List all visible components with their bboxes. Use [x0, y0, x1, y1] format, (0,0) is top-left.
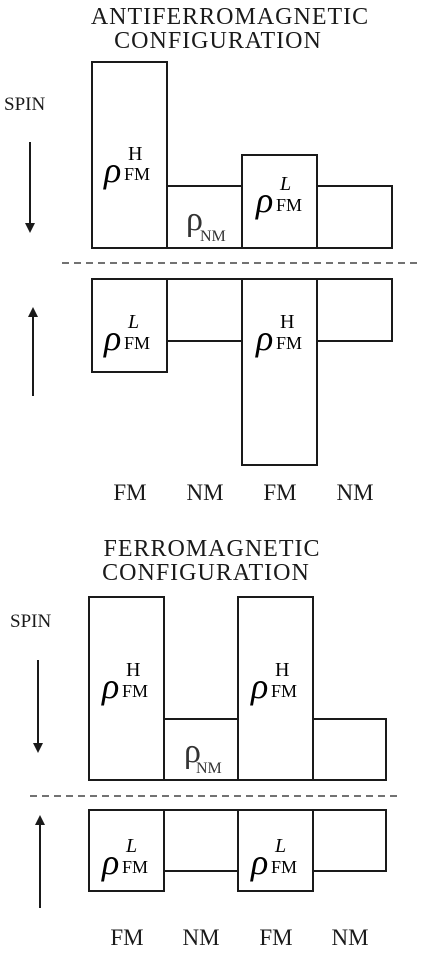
resistivity-label-fm-high: ρ H FM: [250, 659, 297, 706]
fm-layer-2-box: [237, 596, 314, 781]
nm-layer-2-box: [312, 718, 387, 781]
resistivity-label-fm-low: ρ L FM: [103, 311, 150, 358]
svg-text:ρ: ρ: [255, 318, 273, 358]
fm-layer-2-box: [241, 154, 318, 249]
resistivity-label-fm-low: ρ L FM: [250, 835, 297, 882]
layer-labels: FM NM FM NM: [113, 480, 373, 505]
layer-label: NM: [331, 925, 368, 950]
svg-text:NM: NM: [196, 760, 222, 777]
layer-label: FM: [110, 925, 143, 950]
resistivity-label-fm-low: ρ L FM: [101, 835, 148, 882]
nm-layer-2-box: [312, 809, 387, 872]
svg-text:H: H: [280, 311, 294, 333]
layer-label: NM: [182, 925, 219, 950]
svg-text:NM: NM: [200, 228, 226, 245]
layer-label: FM: [263, 480, 296, 505]
antiferromagnetic-panel: ANTIFERROMAGNETIC CONFIGURATION SPIN ρ H…: [4, 4, 422, 505]
nm-layer-1-box: [163, 718, 239, 781]
panel-title-line2: CONFIGURATION: [114, 28, 322, 54]
layer-label: NM: [186, 480, 223, 505]
svg-text:FM: FM: [124, 333, 150, 353]
nm-layer-1-box: [163, 809, 239, 872]
svg-text:H: H: [128, 143, 142, 165]
svg-text:ρ: ρ: [103, 318, 121, 358]
svg-text:ρ: ρ: [184, 733, 201, 770]
svg-text:ρ: ρ: [101, 666, 119, 706]
spin-label: SPIN: [10, 611, 51, 632]
svg-text:L: L: [274, 835, 286, 857]
svg-text:L: L: [279, 173, 291, 195]
panel-title-line1: FERROMAGNETIC: [103, 536, 320, 562]
nm-layer-1-box: [166, 278, 243, 342]
spin-down-channel: ρ H FM ρ NM ρ L FM: [25, 61, 393, 249]
layer-label: NM: [336, 480, 373, 505]
svg-text:ρ: ρ: [250, 666, 268, 706]
resistivity-label-fm-low: ρ L FM: [255, 173, 302, 220]
panel-title-line2: CONFIGURATION: [102, 560, 310, 586]
layer-label: FM: [259, 925, 292, 950]
fm-layer-2-box: [241, 278, 318, 466]
fm-layer-2-box: [237, 809, 314, 892]
layer-labels: FM NM FM NM: [110, 925, 368, 950]
fm-layer-1-box: [91, 278, 168, 373]
svg-text:L: L: [127, 311, 139, 333]
svg-text:L: L: [125, 835, 137, 857]
spin-up-channel: ρ L FM ρ L FM: [35, 809, 387, 908]
spin-up-channel: ρ L FM ρ H FM: [28, 278, 393, 466]
svg-text:FM: FM: [271, 857, 297, 877]
nm-layer-2-box: [316, 278, 393, 342]
svg-text:FM: FM: [122, 857, 148, 877]
svg-text:ρ: ρ: [186, 201, 203, 238]
svg-text:H: H: [126, 659, 140, 681]
resistivity-label-nm: ρ NM: [186, 201, 226, 245]
svg-text:FM: FM: [276, 195, 302, 215]
resistivity-label-fm-high: ρ H FM: [101, 659, 148, 706]
nm-layer-1-box: [166, 185, 243, 249]
svg-text:FM: FM: [124, 164, 150, 184]
svg-text:H: H: [275, 659, 289, 681]
svg-text:ρ: ρ: [103, 150, 121, 190]
svg-text:FM: FM: [276, 333, 302, 353]
svg-text:ρ: ρ: [250, 842, 268, 882]
svg-text:FM: FM: [122, 681, 148, 701]
resistivity-label-fm-high: ρ H FM: [255, 311, 302, 358]
fm-layer-1-box: [91, 61, 168, 249]
fm-layer-1-box: [88, 596, 165, 781]
panel-title-line1: ANTIFERROMAGNETIC: [91, 4, 369, 30]
layer-label: FM: [113, 480, 146, 505]
resistivity-label-nm: ρ NM: [184, 733, 222, 777]
svg-text:ρ: ρ: [255, 180, 273, 220]
nm-layer-2-box: [316, 185, 393, 249]
spin-down-channel: ρ H FM ρ NM ρ H FM: [33, 596, 387, 781]
resistivity-label-fm-high: ρ H FM: [103, 143, 150, 190]
svg-text:ρ: ρ: [101, 842, 119, 882]
fm-layer-1-box: [88, 809, 165, 892]
ferromagnetic-panel: FERROMAGNETIC CONFIGURATION SPIN ρ H FM …: [10, 536, 402, 950]
spin-label: SPIN: [4, 94, 45, 115]
svg-text:FM: FM: [271, 681, 297, 701]
